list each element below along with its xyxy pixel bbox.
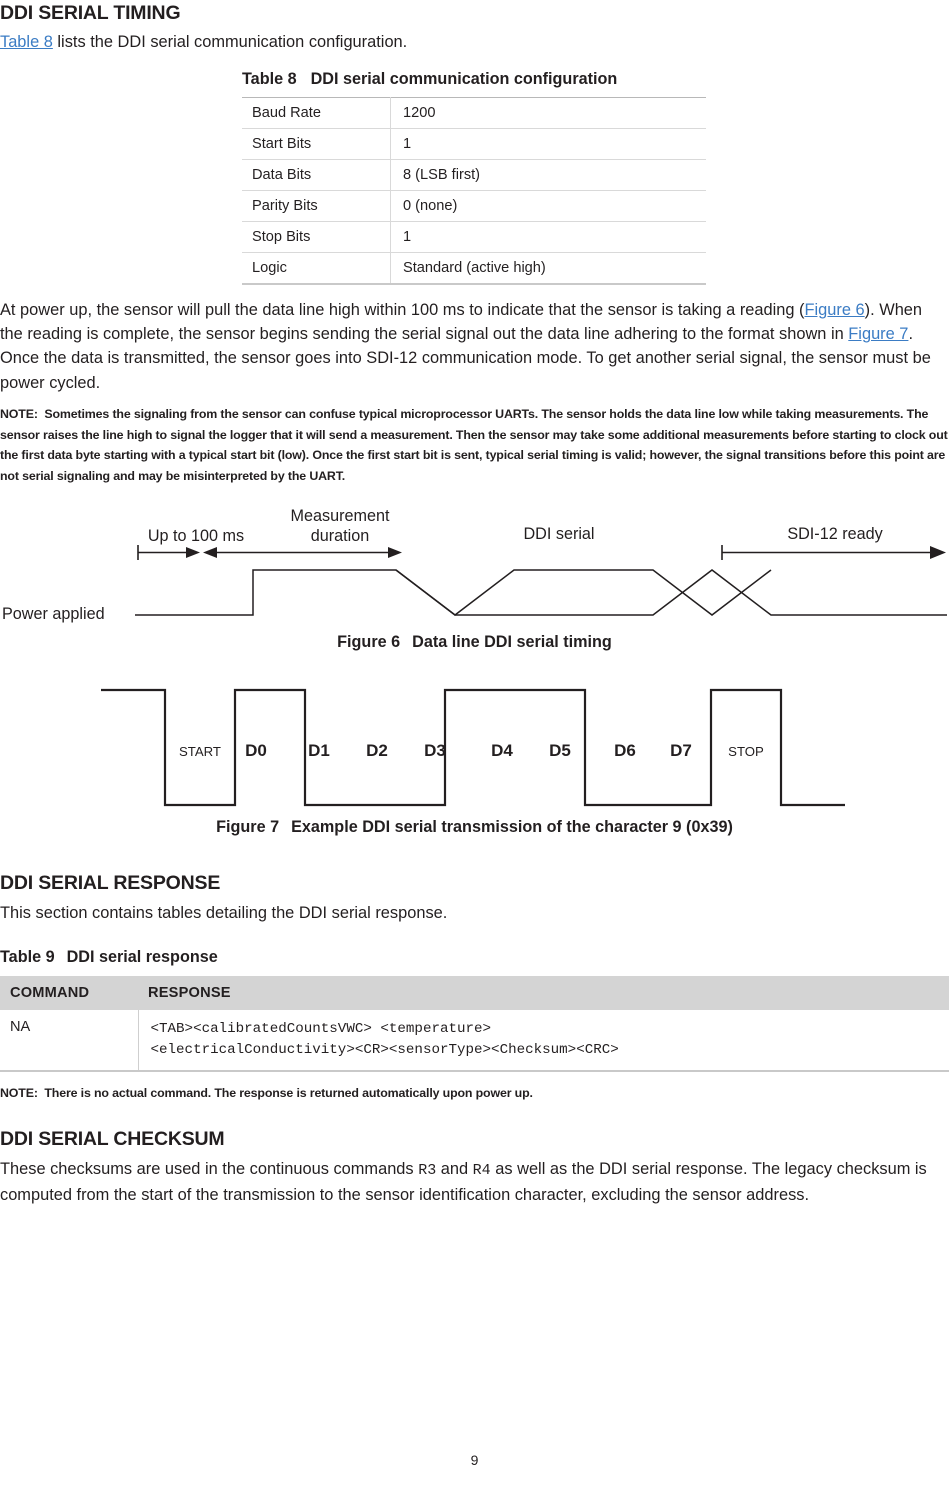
table-8-key: Parity Bits [242,190,391,222]
intro-paragraph-table8: Table 8 lists the DDI serial communicati… [0,30,949,54]
figure-7-bit-label-d3: D3 [424,741,446,760]
figure-7-bit-label-d4: D4 [491,741,513,760]
table-row: NA <TAB><calibratedCountsVWC> <temperatu… [0,1010,949,1072]
table-9-title: DDI serial response [66,948,218,966]
signal-trace-lower [395,569,947,616]
figure-7-bit-label-d7: D7 [670,741,692,760]
figure-7-bit-label-d0: D0 [245,741,267,760]
note-prefix: NOTE: [0,407,38,421]
table-9-cell-response: <TAB><calibratedCountsVWC> <temperature>… [138,1010,949,1072]
arrow-sdi12-ready [721,545,932,560]
figure-7-bit-label-d1: D1 [308,741,330,760]
figure-7-bit-label-d5: D5 [549,741,571,760]
table-9-caption: Table 9 DDI serial response [0,948,949,967]
table-9-label: Table 9 [0,948,55,966]
arrowhead-left-measurement [203,547,217,558]
table-8-key: Baud Rate [242,97,391,129]
figure-7-label: Figure 7 [216,818,280,836]
checksum-part-1: These checksums are used in the continuo… [0,1160,419,1178]
table-8-value: 8 (LSB first) [390,159,706,191]
figure-6-annotation-ddi-serial: DDI serial [523,525,595,543]
paragraph-checksum: These checksums are used in the continuo… [0,1157,949,1207]
table-9-container: Table 9 DDI serial response COMMAND RESPO… [0,948,949,1072]
paragraph-part-2: ). When the reading is complete, the sen… [0,301,923,344]
note-no-actual-command: NOTE: There is no actual command. The re… [0,1083,949,1104]
figure-6-annotation-measurement-duration: Measurement duration [290,507,390,545]
figure-7-bit-label-d6: D6 [614,741,636,760]
table-8-container: Table 8 DDI serial communication configur… [242,70,706,285]
table-8-value: 1200 [390,97,706,129]
figure-6-caption: Figure 6 Data line DDI serial timing [0,633,949,652]
paragraph-ddi-serial-response: This section contains tables detailing t… [0,904,448,922]
figure-6-annotation-power-applied: Power applied [2,605,105,623]
table-8-key: Start Bits [242,128,391,160]
figure-7-bit-label-d2: D2 [366,741,388,760]
figure-7-caption: Figure 7 Example DDI serial transmission … [0,818,949,837]
note-uart: NOTE: Sometimes the signaling from the s… [0,404,949,486]
checksum-part-3: as well as the DDI serial response. The … [0,1160,927,1205]
command-r3: R3 [418,1162,437,1179]
table-row: Stop Bits 1 [242,221,706,253]
arrowhead-right-sdi12 [930,546,946,559]
table-9-cell-command: NA [0,1010,139,1072]
figure-7-title: Example DDI serial transmission of the c… [291,818,733,836]
page-number: 9 [470,1452,479,1468]
intro-paragraph-rest: lists the DDI serial communication confi… [52,33,408,51]
table-8-caption: Table 8 DDI serial communication configur… [242,70,706,89]
arrow-up-to-100ms [137,545,190,560]
table-8-label: Table 8 [242,70,297,88]
table-8-value: 0 (none) [390,190,706,222]
table-9-header-command: COMMAND [0,976,138,1010]
table-8-title: DDI serial communication configuration [310,70,618,88]
link-figure-7[interactable]: Figure 7 [848,325,909,344]
table-8-key: Logic [242,252,391,285]
arrowhead-right-100ms [186,547,200,558]
table-9-header-response: RESPONSE [138,976,949,1010]
figure-6-annotation-sdi12-ready: SDI-12 ready [787,525,883,543]
table-8-key: Stop Bits [242,221,391,253]
serial-waveform [101,688,845,807]
table-8: Baud Rate 1200 Start Bits 1 Data Bits 8 … [242,97,706,285]
section-heading-ddi-serial-response: DDI SERIAL RESPONSE [0,872,221,894]
table-row: Baud Rate 1200 [242,97,706,129]
table-9-header-row: COMMAND RESPONSE [0,976,949,1010]
table-row: Logic Standard (active high) [242,252,706,285]
table-8-key: Data Bits [242,159,391,191]
section-heading-ddi-serial-checksum: DDI SERIAL CHECKSUM [0,1128,225,1150]
figure-6-label: Figure 6 [337,633,401,651]
link-table-8[interactable]: Table 8 [0,33,53,51]
figure-6-title: Data line DDI serial timing [412,633,612,651]
note-text: Sometimes the signaling from the sensor … [0,407,948,483]
note-2-text: There is no actual command. The response… [44,1086,533,1100]
table-row: Data Bits 8 (LSB first) [242,159,706,191]
paragraph-part-1: At power up, the sensor will pull the da… [0,301,805,319]
figure-7-svg [101,688,845,807]
table-9: COMMAND RESPONSE NA <TAB><calibratedCoun… [0,976,949,1072]
table-8-value: Standard (active high) [390,252,706,285]
paragraph-power-up: At power up, the sensor will pull the da… [0,298,949,395]
link-figure-6[interactable]: Figure 6 [804,301,865,319]
note-2-prefix: NOTE: [0,1086,38,1100]
command-r4: R4 [472,1162,491,1179]
table-9-response-line-2: <electricalConductivity><CR><sensorType>… [150,1042,619,1058]
figure-7-bit-label-stop: STOP [728,744,764,759]
figure-7-bit-label-start: START [178,744,221,759]
checksum-part-2: and [436,1160,473,1178]
table-row: Start Bits 1 [242,128,706,160]
figure-6-svg [135,545,947,616]
table-8-value: 1 [390,221,706,253]
figure-6-annotation-up-to-100ms: Up to 100 ms [147,527,245,545]
table-row: Parity Bits 0 (none) [242,190,706,222]
arrowhead-right-measurement [388,547,402,558]
paragraph-part-3: . Once the data is transmitted, the sens… [0,325,931,392]
section-heading-ddi-serial-timing: DDI SERIAL TIMING [0,2,181,24]
table-9-response-line-1: <TAB><calibratedCountsVWC> <temperature> [150,1021,492,1037]
signal-trace-upper [135,569,772,616]
table-8-value: 1 [390,128,706,160]
